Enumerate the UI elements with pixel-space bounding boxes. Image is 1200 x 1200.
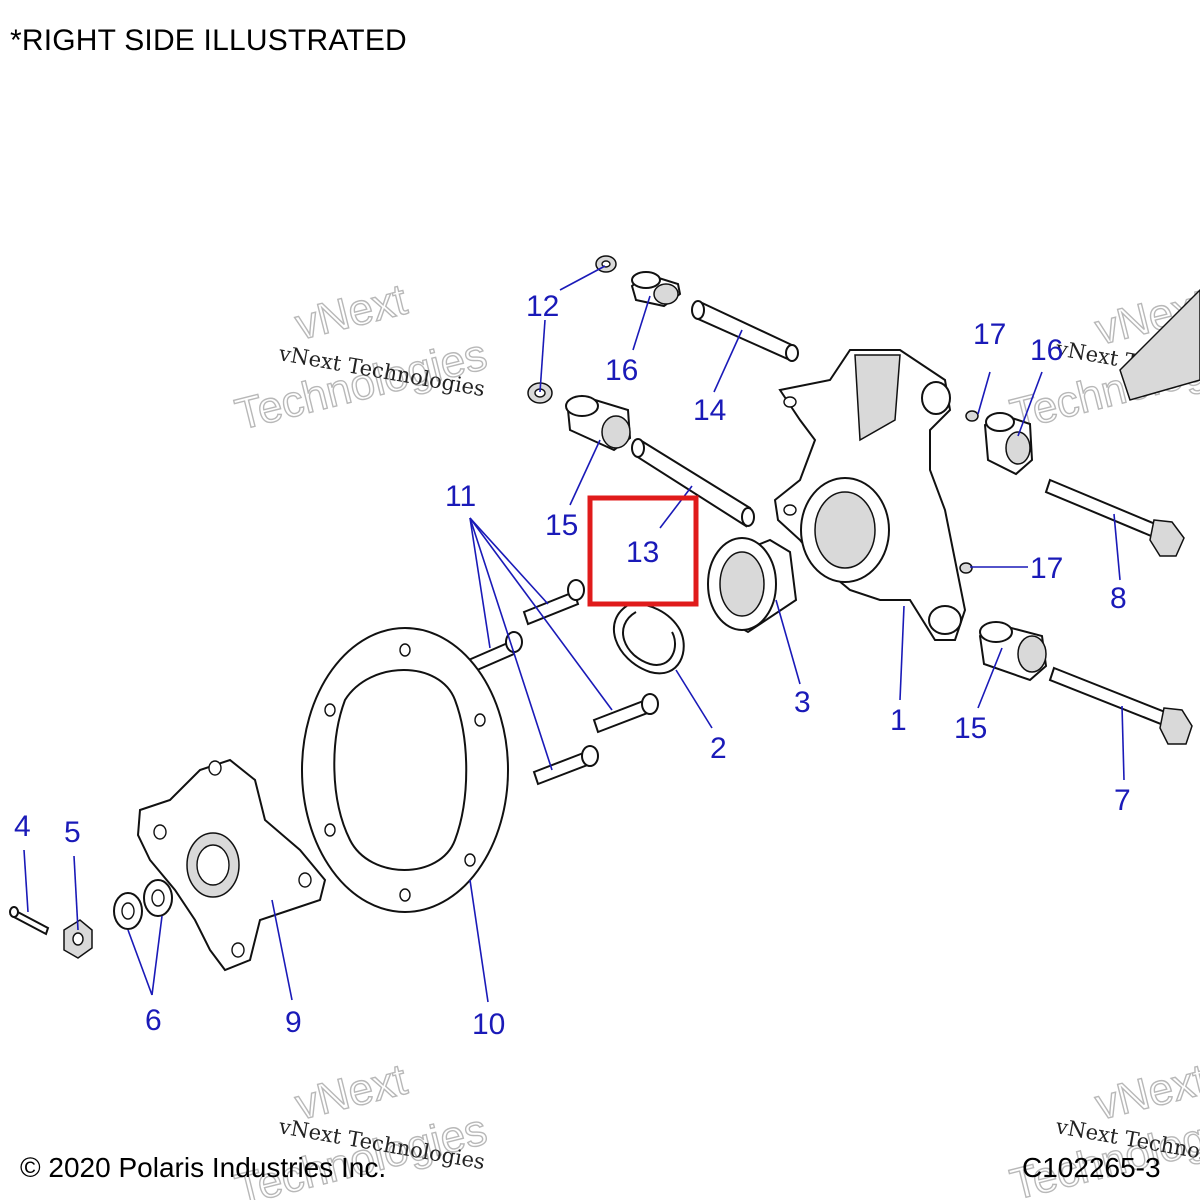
leader-1 <box>899 605 905 701</box>
callout-11[interactable]: 11 <box>445 480 476 513</box>
leader-11-b <box>469 517 553 771</box>
callout-16-upper[interactable]: 16 <box>605 354 638 387</box>
leader-15-right <box>977 647 1003 709</box>
callout-10[interactable]: 10 <box>472 1008 505 1041</box>
leader-11-a <box>469 517 491 649</box>
callout-16-right[interactable]: 16 <box>1030 334 1063 367</box>
part-9-hub <box>136 758 327 972</box>
part-14-pin <box>691 300 799 362</box>
callout-labels: 12 16 14 11 15 13 2 3 1 17 16 17 8 15 7 … <box>14 290 1131 1041</box>
part-6-washer-2 <box>143 879 173 917</box>
leader-11-c <box>469 517 613 711</box>
callout-9[interactable]: 9 <box>285 1006 302 1039</box>
callout-5[interactable]: 5 <box>64 816 81 849</box>
callout-17-lower[interactable]: 17 <box>1030 552 1063 585</box>
callout-6[interactable]: 6 <box>145 1004 162 1037</box>
leader-6-b <box>151 915 163 996</box>
part-1-knuckle <box>773 349 967 641</box>
leader-9 <box>271 899 293 1001</box>
leader-lines <box>23 265 1125 1003</box>
leader-6-a <box>127 929 153 996</box>
callout-7[interactable]: 7 <box>1114 784 1131 817</box>
copyright-text: © 2020 Polaris Industries Inc. <box>20 1152 387 1183</box>
leader-10 <box>469 879 489 1003</box>
leader-8 <box>1113 513 1121 581</box>
leader-14 <box>713 329 743 393</box>
callout-12[interactable]: 12 <box>526 290 559 323</box>
leader-16-upper <box>632 295 651 351</box>
callout-15-right[interactable]: 15 <box>954 712 987 745</box>
drawing-number: C102265-3 <box>1022 1152 1161 1183</box>
part-17-fitting-upper <box>965 410 979 422</box>
leader-2 <box>675 669 713 729</box>
watermark-top-left: vNext Technologies vNext Technologies <box>230 274 492 440</box>
part-11-stud-3 <box>592 693 659 734</box>
leader-13 <box>659 485 693 529</box>
part-8-bolt <box>1044 478 1185 557</box>
part-3-bearing <box>707 537 798 634</box>
part-5-castle-nut <box>63 919 93 959</box>
leader-3 <box>775 599 801 685</box>
part-17-fitting-lower <box>959 562 973 574</box>
part-11-stud-4 <box>532 745 599 786</box>
callout-17-upper[interactable]: 17 <box>973 318 1006 351</box>
leader-4 <box>23 849 29 913</box>
part-16-bushing-right <box>983 412 1034 476</box>
callout-15-left[interactable]: 15 <box>545 509 578 542</box>
part-10-brake-disc <box>301 627 509 913</box>
part-16-bushing-upper <box>630 271 682 308</box>
part-13-pin <box>631 438 755 528</box>
part-11-stud-1 <box>522 579 585 626</box>
leader-15-left <box>569 439 601 506</box>
part-15-bushing-right <box>978 621 1048 682</box>
leader-7 <box>1121 705 1125 781</box>
leader-16-right <box>1017 371 1043 437</box>
part-4-cotter-pin <box>9 906 50 936</box>
callout-8[interactable]: 8 <box>1110 582 1127 615</box>
callout-13[interactable]: 13 <box>626 536 659 569</box>
header-note: *RIGHT SIDE ILLUSTRATED <box>10 24 407 57</box>
callout-14[interactable]: 14 <box>693 394 726 427</box>
callout-2[interactable]: 2 <box>710 732 727 765</box>
part-7-bolt <box>1048 666 1193 745</box>
leader-12-lower <box>539 319 546 393</box>
leader-11-d <box>469 517 549 605</box>
part-2-snap-ring <box>612 602 685 675</box>
leader-12-upper <box>559 265 606 291</box>
watermark-big-1: vNext <box>291 275 412 350</box>
part-15-bushing-left <box>565 394 632 452</box>
leader-17-upper <box>977 371 991 415</box>
leader-5 <box>73 855 79 931</box>
callout-4[interactable]: 4 <box>14 810 31 843</box>
part-6-washer-1 <box>113 892 143 930</box>
callout-1[interactable]: 1 <box>890 704 907 737</box>
highlight-box-13 <box>587 495 699 607</box>
axle-shaft-partial <box>1119 288 1200 401</box>
callout-3[interactable]: 3 <box>794 686 811 719</box>
